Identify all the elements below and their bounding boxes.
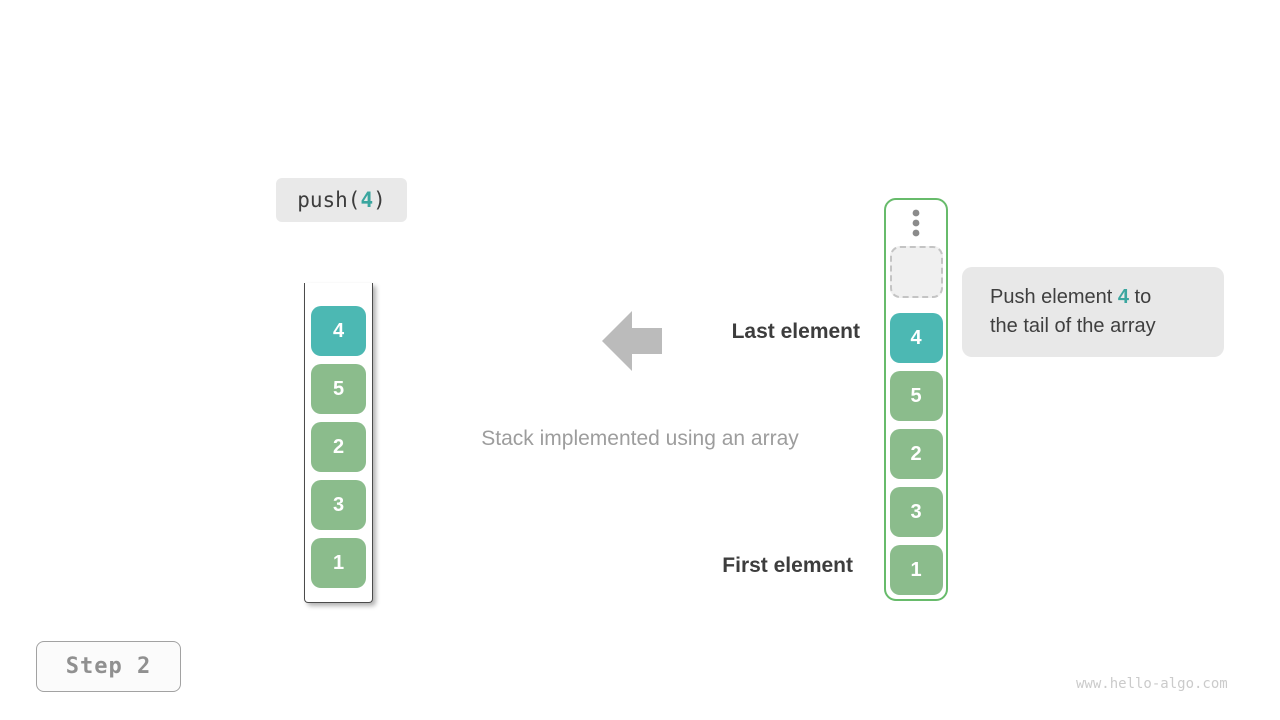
left-arrow-icon bbox=[602, 310, 662, 377]
stack-cell: 4 bbox=[311, 306, 366, 356]
tooltip-value: 4 bbox=[1117, 286, 1129, 308]
tooltip-line-2: the tail of the array bbox=[990, 315, 1156, 337]
watermark: www.hello-algo.com bbox=[1076, 676, 1228, 692]
last-element-label: Last element bbox=[731, 320, 860, 343]
vertical-ellipsis-icon bbox=[912, 209, 920, 237]
push-label-arg: 4 bbox=[360, 188, 374, 212]
stack-cell: 3 bbox=[311, 480, 366, 530]
array-cell: 5 bbox=[889, 371, 943, 421]
array-empty-slot bbox=[889, 246, 943, 298]
array-cell: 3 bbox=[889, 487, 943, 537]
push-operation-label: push(4) bbox=[276, 178, 407, 222]
first-element-label: First element bbox=[722, 554, 853, 577]
array-cell: 4 bbox=[889, 313, 943, 363]
stack-cell: 2 bbox=[311, 422, 366, 472]
tooltip-line-1: Push element 4 to bbox=[990, 286, 1152, 308]
stack-container: 4 5 2 3 1 bbox=[304, 283, 373, 603]
stack-cell: 5 bbox=[311, 364, 366, 414]
push-label-suffix: ) bbox=[373, 188, 386, 212]
stack-cell: 1 bbox=[311, 538, 366, 588]
diagram-caption: Stack implemented using an array bbox=[481, 427, 799, 450]
array-container: 4 5 2 3 1 bbox=[884, 198, 948, 601]
push-label-prefix: push( bbox=[297, 188, 361, 212]
push-tooltip: Push element 4 to the tail of the array bbox=[962, 267, 1224, 357]
array-cell: 1 bbox=[889, 545, 943, 595]
array-cell: 2 bbox=[889, 429, 943, 479]
step-badge: Step 2 bbox=[36, 641, 181, 692]
